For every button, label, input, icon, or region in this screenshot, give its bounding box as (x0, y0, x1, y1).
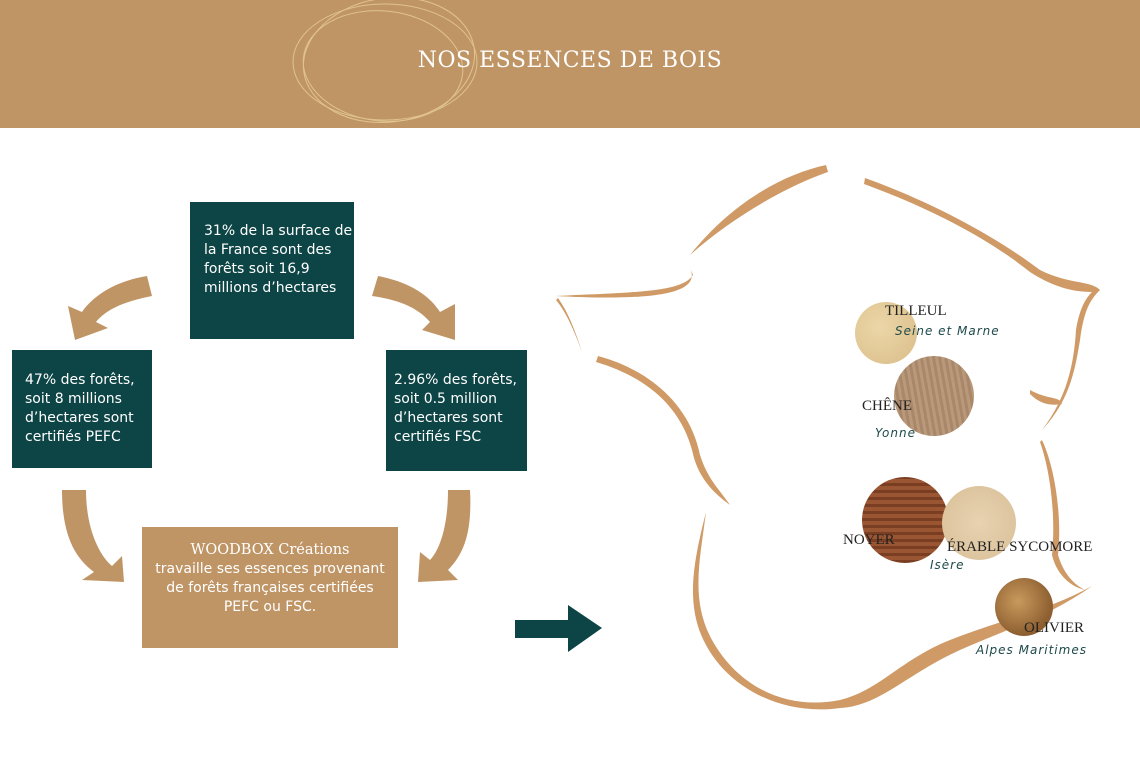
ring-ornament-icon (292, 0, 478, 124)
wood-name: ÉRABLE SYCOMORE (947, 539, 1093, 555)
france-map-outline (555, 165, 1100, 710)
fsc-box: 2.96% des forêts, soit 0.5 million d’hec… (386, 350, 527, 471)
arrow-bottom-left-icon (62, 490, 124, 582)
arrow-top-right-icon (372, 276, 455, 340)
pefc-box: 47% des forêts, soit 8 millions d’hectar… (12, 350, 152, 468)
wood-name: OLIVIER (1024, 620, 1084, 636)
page-title: NOS ESSENCES DE BOIS (417, 48, 723, 73)
header-banner: NOS ESSENCES DE BOIS (0, 0, 1140, 128)
wood-name: TILLEUL (885, 303, 947, 319)
erable-wood-sample (942, 486, 1016, 560)
arrow-right-icon (515, 605, 602, 652)
wood-region: Seine et Marne (895, 324, 1000, 338)
arrow-bottom-right-icon (418, 490, 471, 582)
woodbox-text: travaille ses essences provenant de forê… (155, 561, 385, 615)
wood-region: Yonne (875, 426, 916, 440)
forest-surface-box: 31% de la surface de la France sont des … (190, 202, 354, 339)
woodbox-box: WOODBOX Créations travaille ses essences… (142, 527, 398, 648)
chene-wood-sample (894, 356, 974, 436)
wood-name: CHÊNE (862, 398, 912, 414)
wood-name: NOYER (843, 532, 895, 548)
olivier-wood-sample (995, 578, 1053, 636)
wood-region: Alpes Maritimes (976, 643, 1087, 657)
wood-region: Isère (930, 558, 965, 572)
noyer-wood-sample (862, 477, 948, 563)
arrow-top-left-icon (68, 276, 152, 340)
woodbox-title: WOODBOX Créations (190, 542, 350, 558)
tilleul-wood-sample (855, 302, 917, 364)
